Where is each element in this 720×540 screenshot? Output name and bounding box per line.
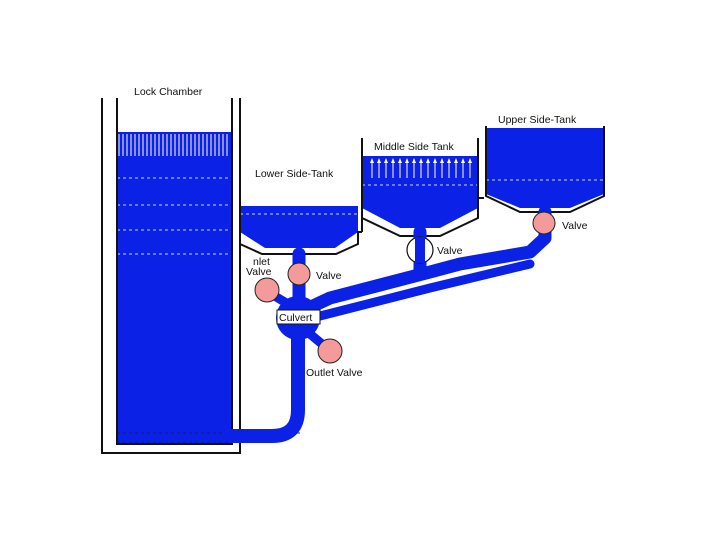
pipe-network [225, 205, 552, 443]
outlet-valve-label: Outlet Valve [306, 367, 363, 379]
up-arrow [426, 158, 430, 178]
up-arrow [419, 158, 423, 178]
inlet-valve-label-line2: Valve [246, 266, 272, 278]
up-arrow [384, 158, 388, 178]
lock-chamber-wall [101, 98, 241, 454]
lock-chamber-label: Lock Chamber [134, 86, 203, 98]
lower-side-tank-water [240, 206, 358, 248]
upper-tank-pipe [293, 205, 552, 319]
up-arrow [461, 158, 465, 178]
up-arrow [433, 158, 437, 178]
inlet-valve-label-line1: nlet [253, 256, 270, 268]
lower-valve: Valve [287, 262, 342, 286]
lower-side-tank-label: Lower Side-Tank [255, 168, 334, 180]
lower-valve-label: Valve [316, 270, 342, 282]
up-arrow [391, 158, 395, 178]
lock-chamber-water [117, 132, 232, 444]
inlet-valve: nlet Valve [246, 256, 291, 308]
lock-chamber-surface-fringe [118, 134, 228, 156]
middle-side-tank-label: Middle Side Tank [374, 141, 455, 153]
middle-valve-label: Valve [437, 245, 463, 257]
upper-valve: Valve [532, 211, 588, 235]
upper-side-tank: Upper Side-Tank [485, 114, 605, 213]
outlet-valve: Outlet Valve [306, 330, 363, 379]
middle-valve: Valve [406, 236, 463, 264]
culvert-label: Culvert [279, 312, 312, 324]
upper-side-tank-label: Upper Side-Tank [498, 114, 577, 126]
up-arrow [447, 158, 451, 178]
up-arrow [412, 158, 416, 178]
up-arrow [440, 158, 444, 178]
lock-chamber: Lock Chamber [101, 86, 300, 454]
up-arrow [398, 158, 402, 178]
up-arrow [468, 158, 472, 178]
lower-side-tank: Lower Side-Tank [239, 168, 362, 255]
middle-side-tank-up-arrows [370, 158, 472, 178]
up-arrow [377, 158, 381, 178]
middle-side-tank: Middle Side Tank [361, 138, 484, 237]
up-arrow [405, 158, 409, 178]
upper-side-tank-water [486, 128, 604, 208]
up-arrow [454, 158, 458, 178]
upper-valve-label: Valve [562, 220, 588, 232]
up-arrow [370, 158, 374, 178]
lower-side-tank-wall [239, 200, 362, 255]
culvert-pipe [225, 323, 305, 443]
culvert: Culvert [276, 296, 321, 340]
